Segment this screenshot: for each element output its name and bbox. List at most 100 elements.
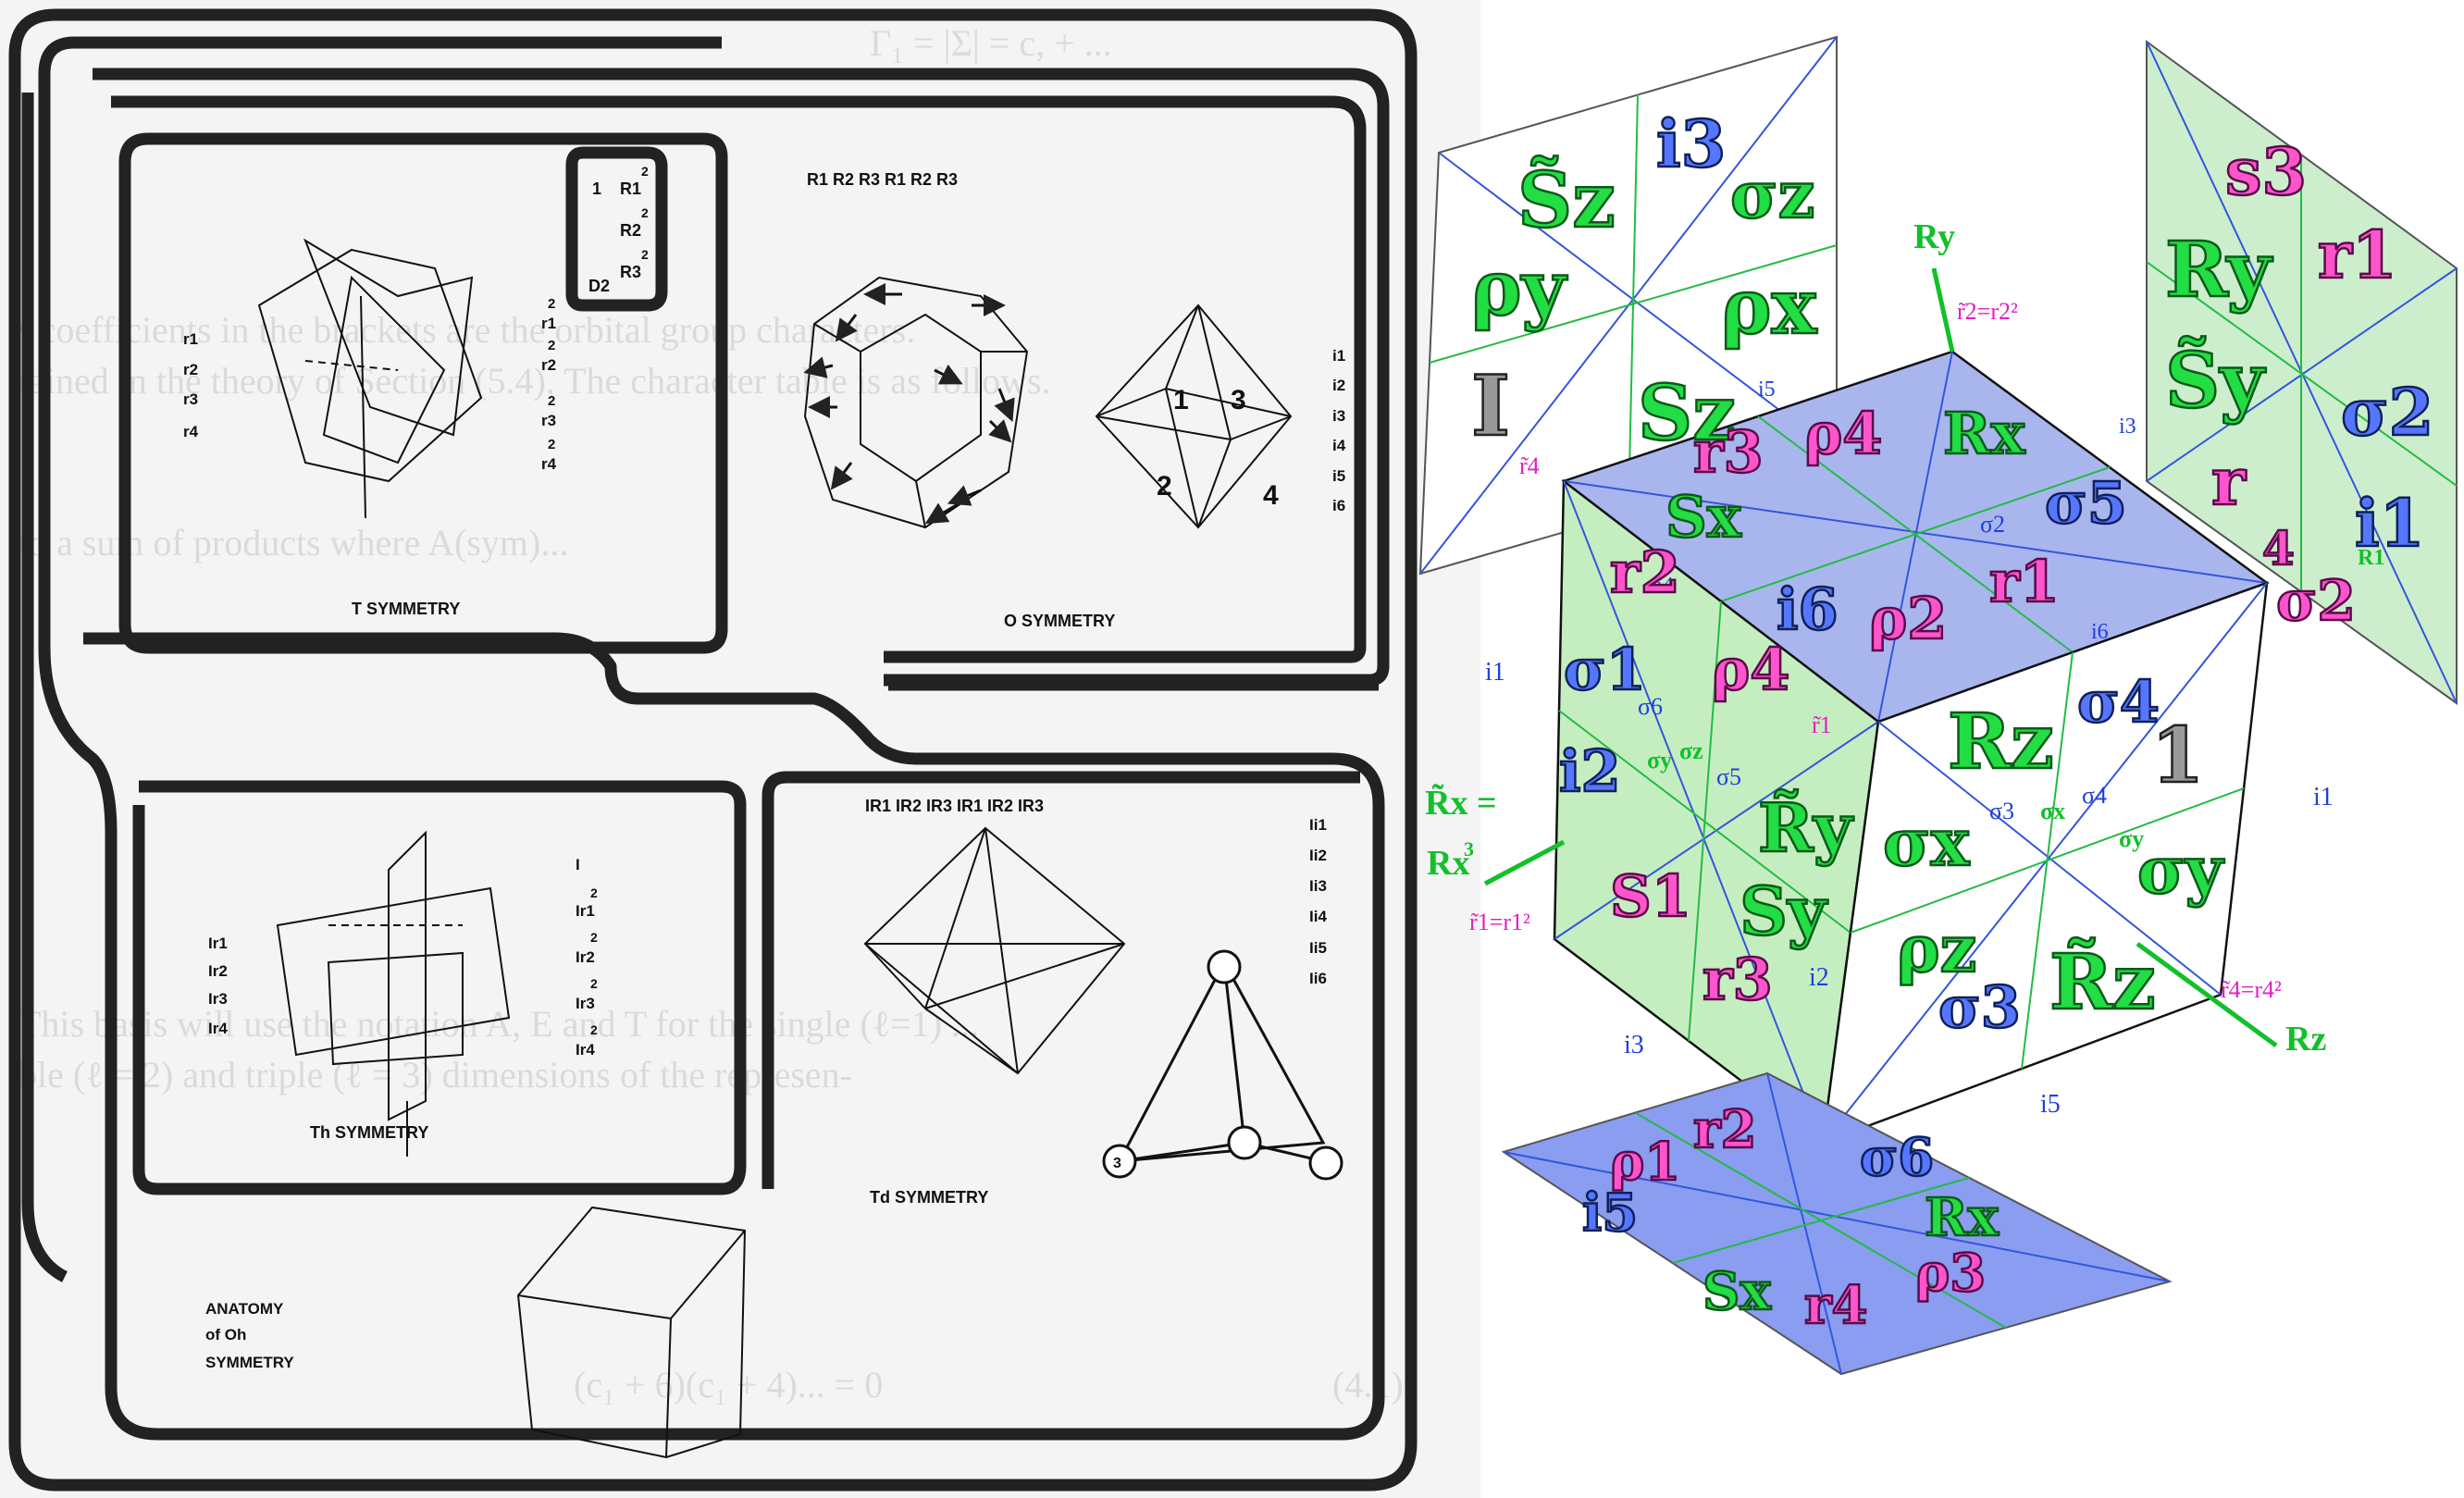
sigma4-small: σ4	[2082, 782, 2107, 809]
glyph-sigma-y: σy	[2137, 832, 2225, 909]
o-i5: i5	[1332, 467, 1345, 485]
sigma-y-small: σy	[1647, 747, 1672, 774]
t-symmetry-group	[257, 238, 483, 519]
td-header: IR1 IR2 IR3 IR1 IR2 IR3	[865, 797, 1044, 815]
glyph-sx: Sx	[1665, 483, 1742, 551]
glyph-ry-tilde: R̃y	[1758, 788, 1854, 867]
i1-right-label: i1	[2313, 783, 2334, 811]
i6-label: i6	[2091, 620, 2109, 644]
d2-exp: 2	[641, 205, 649, 220]
th-ir1: Ir1	[208, 935, 228, 952]
axis-label-rx: Rx	[1427, 844, 1469, 883]
rz-axis	[2136, 941, 2278, 1048]
svg-text:Ii3: Ii3	[1309, 877, 1327, 895]
svg-text:Ir2: Ir2	[576, 948, 595, 966]
r4-equation: r̃4=r4²	[2221, 976, 2282, 1003]
t-class-r1: r1	[541, 315, 556, 332]
right-back-panel	[2146, 40, 2458, 705]
glyph-rho-y: ρy	[1471, 244, 1568, 333]
octa-face-4: 4	[1263, 480, 1279, 511]
glyph-rho3: ρ3	[1915, 1243, 1986, 1304]
glyph-r4: r4	[1804, 1275, 1867, 1336]
anatomy-cube	[516, 1206, 747, 1459]
anatomy-line2: of Oh	[205, 1326, 246, 1343]
r1-equation: r̃1=r1²	[1469, 909, 1530, 935]
t-class-r4: r4	[541, 455, 557, 473]
glyph-sy: Sy	[1740, 872, 1828, 950]
glyph-4: 4	[2262, 521, 2295, 576]
frame-d2	[565, 146, 668, 312]
glyph-ry: Ry	[2165, 226, 2273, 315]
glyph-rho4-left: ρ4	[1712, 636, 1789, 703]
cube-left-face	[1553, 478, 1880, 1145]
r2-equation: r̃2=r2²	[1957, 298, 2018, 325]
svg-text:Ii1: Ii1	[1309, 816, 1327, 834]
top-face-glyphs: r3 ρ4 Rx Sx σ5 i6 ρ2 r1	[1665, 399, 2128, 654]
glyph-r2-bottom: r2	[1693, 1099, 1756, 1160]
right-panel-glyphs: s3 r1 Ry σ2 S̃y i1 r 4 σ2	[2164, 132, 2435, 636]
i-labels: i1 i2 i3 i4 i5 i6 i1 i3 i5	[1485, 378, 2334, 1119]
svg-text:Ir3: Ir3	[576, 995, 595, 1012]
glyph-r3-left: r3	[1703, 946, 1773, 1013]
glyph-sigma3: σ3	[1938, 973, 2021, 1041]
td-symmetry-title: Td SYMMETRY	[870, 1188, 988, 1207]
d2-exp: 2	[641, 164, 649, 179]
sigma6-small: σ6	[1638, 693, 1663, 720]
left-scan-panel: Γ₁ = |Σ| = c, + ... ⁿ coefficients in th…	[0, 0, 1480, 1498]
o-i2: i2	[1332, 377, 1345, 394]
ghost-line: This basis will use the notation A, E an…	[19, 1003, 979, 1045]
axis-label-ry: Ry	[1913, 217, 1955, 256]
d2-exp: 2	[641, 247, 649, 262]
glyph-sigma1: σ1	[1564, 636, 1646, 703]
glyph-rx-top: Rx	[1943, 400, 2026, 467]
sigma-z-small: σz	[1679, 737, 1703, 764]
glyph-sigma2-pink: σ2	[2276, 569, 2356, 634]
td-tetra	[863, 826, 1126, 1075]
t-symmetry-title: T SYMMETRY	[352, 600, 460, 618]
ry-axis	[1931, 267, 1955, 353]
t-plane-a	[257, 248, 483, 483]
t-label-r3: r3	[183, 390, 198, 408]
frame-th	[132, 780, 747, 1195]
svg-text:2: 2	[590, 885, 598, 900]
cube-front-face	[1821, 581, 2269, 1145]
t-class-exp: 2	[548, 296, 555, 312]
glyph-rz: Rz	[1948, 698, 2054, 786]
glyph-sigma-x: σx	[1883, 804, 1971, 881]
frame-mid	[21, 93, 1379, 1282]
th-planes	[276, 830, 511, 1157]
r1-axis-label: R1	[2358, 546, 2384, 570]
glyph-sigma6: σ6	[1860, 1127, 1934, 1188]
glyph-rho-x: ρx	[1721, 263, 1818, 352]
sigma3-small: σ3	[1989, 798, 2014, 824]
i5-bottom-label: i5	[2040, 1090, 2061, 1119]
octa-face-1: 1	[1173, 385, 1189, 415]
frame-2	[38, 36, 1385, 1441]
i5-label: i5	[1758, 378, 1776, 402]
o-i6: i6	[1332, 497, 1345, 514]
th-symmetry-title: Th SYMMETRY	[310, 1123, 428, 1142]
left-face-glyphs: r2 σ1 ρ4 i2 R̃y S1 r3 Sy	[1558, 538, 1855, 1015]
svg-text:2: 2	[590, 930, 598, 945]
svg-text:Ii6: Ii6	[1309, 970, 1327, 987]
glyph-i2: i2	[1559, 737, 1621, 805]
glyph-sigma4: σ4	[2077, 668, 2160, 736]
octa-face-2: 2	[1157, 471, 1172, 501]
d2-box-content: 1 R1 2 R2 2 R3 2 D2	[588, 164, 649, 295]
glyph-r: r	[2211, 443, 2247, 520]
glyph-i1: i1	[2355, 485, 2424, 562]
sigma5-small: σ5	[1716, 763, 1741, 790]
t-plane-c	[322, 275, 446, 464]
t-label-r1: r1	[183, 330, 198, 348]
d2-class-r3: R3	[620, 263, 641, 281]
glyph-rho1: ρ1	[1610, 1132, 1680, 1193]
glyph-r1-top: r1	[1989, 548, 2060, 615]
d2-label: D2	[588, 277, 610, 295]
svg-text:2: 2	[590, 976, 598, 991]
o-i-list: i1 i2 i3 i4 i5 i6	[1332, 347, 1346, 514]
axis-label-rx-exp: 3	[1464, 837, 1474, 860]
outer-frame	[8, 8, 1418, 1492]
t-axis	[360, 295, 366, 519]
ghost-line: tained in the theory of Section (5.4). T…	[19, 360, 1051, 402]
ghost-line: to a sum of products where A(sym)...	[19, 522, 568, 563]
